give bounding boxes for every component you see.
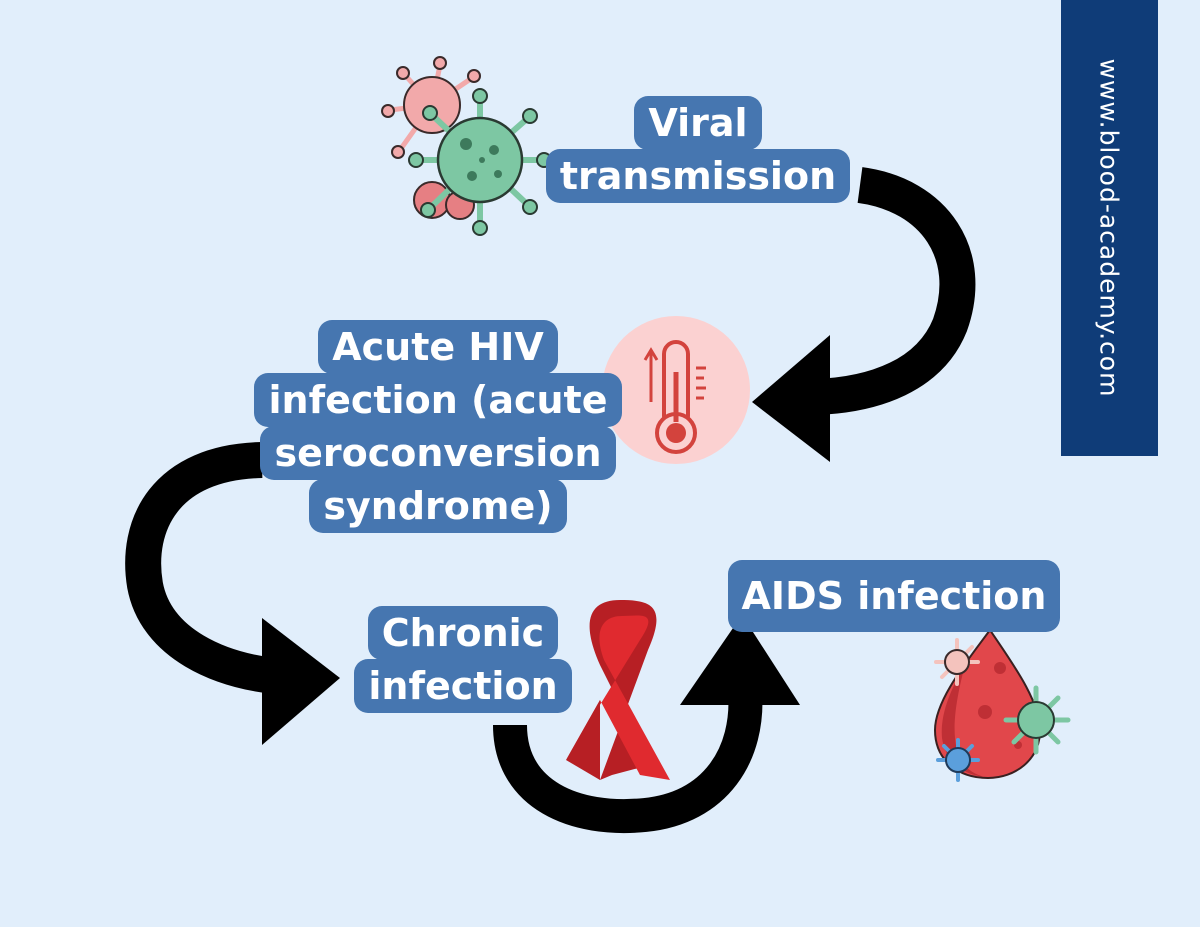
- step-line: seroconversion: [260, 426, 616, 480]
- step-line: infection (acute: [254, 373, 622, 427]
- step-line: syndrome): [309, 479, 567, 533]
- step-line: transmission: [545, 149, 851, 203]
- arrow-chronic-to-aids: [493, 615, 800, 833]
- virus-cluster-icon: [381, 56, 552, 236]
- arrow-acute-to-chronic: [125, 442, 340, 745]
- sidebar-banner: www.blood-academy.com: [1061, 0, 1158, 456]
- step-chronic-infection: Chronic infection: [332, 606, 594, 713]
- arrow-viral-to-acute: [752, 167, 976, 462]
- website-url: www.blood-academy.com: [1094, 58, 1124, 398]
- step-viral-transmission: Viral transmission: [528, 96, 868, 203]
- step-line: Viral: [634, 96, 762, 150]
- infected-blood-drop-icon: [933, 628, 1071, 782]
- thermometer-icon: [602, 316, 750, 464]
- step-acute-hiv-infection: Acute HIV infection (acute seroconversio…: [232, 320, 644, 533]
- awareness-ribbon-icon: [566, 600, 670, 780]
- step-aids-infection: AIDS infection: [694, 560, 1094, 632]
- step-line: Acute HIV: [318, 320, 558, 374]
- step-line: infection: [354, 659, 572, 713]
- step-line: Chronic: [367, 606, 559, 660]
- step-line: AIDS infection: [727, 560, 1061, 632]
